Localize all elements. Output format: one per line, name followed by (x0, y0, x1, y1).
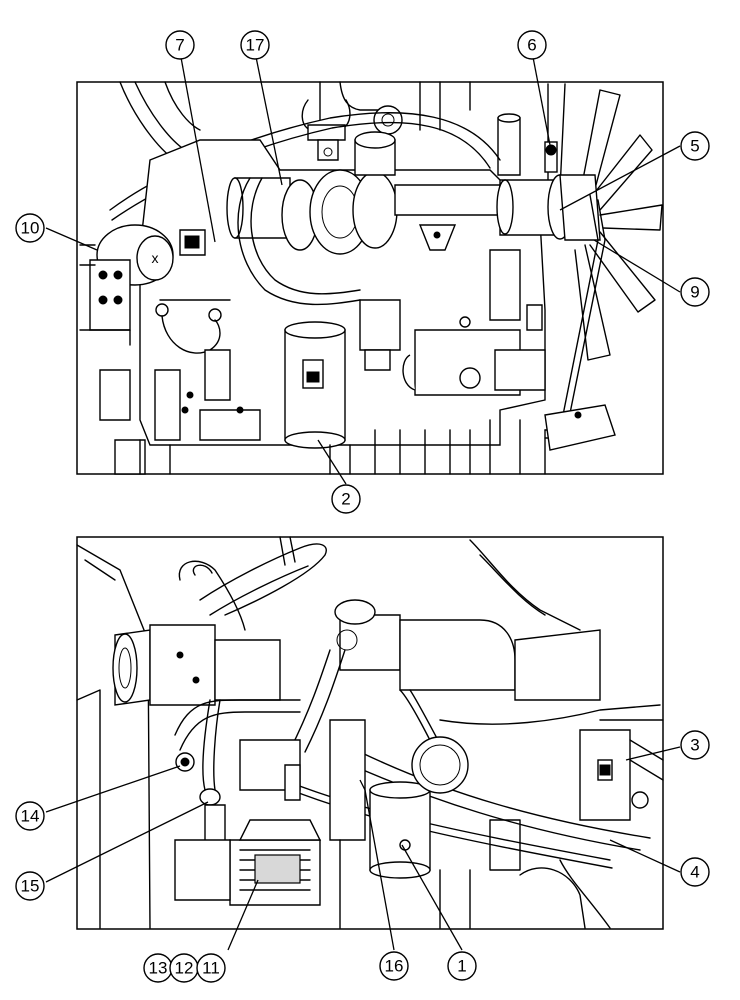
svg-text:15: 15 (21, 877, 40, 896)
svg-text:3: 3 (690, 736, 699, 755)
svg-text:7: 7 (175, 36, 184, 55)
fuel-filter (369, 736, 469, 879)
oil-filter (284, 321, 346, 449)
leader-lines (45, 51, 681, 951)
callout-15: 15 (15, 871, 45, 901)
alternator-pulley: x (79, 224, 174, 346)
svg-text:2: 2 (341, 490, 350, 509)
svg-text:x: x (152, 250, 159, 266)
compressor-hub (112, 624, 281, 706)
svg-text:4: 4 (690, 863, 699, 882)
fan (547, 83, 663, 361)
callout-11: 11 (196, 953, 226, 983)
turbocharger (226, 131, 501, 255)
callout-14: 14 (15, 801, 45, 831)
svg-text:16: 16 (385, 957, 404, 976)
callout-5: 5 (680, 131, 710, 161)
callout-3: 3 (680, 730, 710, 760)
callout-6: 6 (517, 30, 547, 60)
top-engine-view: x (76, 81, 664, 475)
svg-text:1: 1 (457, 957, 466, 976)
bottom-engine-view (76, 536, 664, 930)
svg-text:14: 14 (21, 807, 40, 826)
callout-7: 7 (165, 30, 195, 60)
svg-text:12: 12 (175, 959, 194, 978)
svg-text:10: 10 (21, 219, 40, 238)
svg-text:9: 9 (690, 283, 699, 302)
svg-text:13: 13 (149, 959, 168, 978)
callout-10: 10 (15, 213, 45, 243)
svg-text:6: 6 (527, 36, 536, 55)
callout-13: 13 (143, 953, 173, 983)
callout-16: 16 (379, 951, 409, 981)
svg-text:5: 5 (690, 137, 699, 156)
right-filter (579, 729, 664, 821)
callout-12: 12 (169, 953, 199, 983)
callout-1: 1 (447, 951, 477, 981)
callout-2: 2 (331, 484, 361, 514)
water-pump-pulley (496, 141, 601, 241)
callout-9: 9 (680, 277, 710, 307)
svg-text:17: 17 (246, 36, 265, 55)
callout-17: 17 (240, 30, 270, 60)
starter-motor (174, 819, 322, 906)
callout-4: 4 (680, 857, 710, 887)
svg-text:11: 11 (202, 959, 220, 978)
